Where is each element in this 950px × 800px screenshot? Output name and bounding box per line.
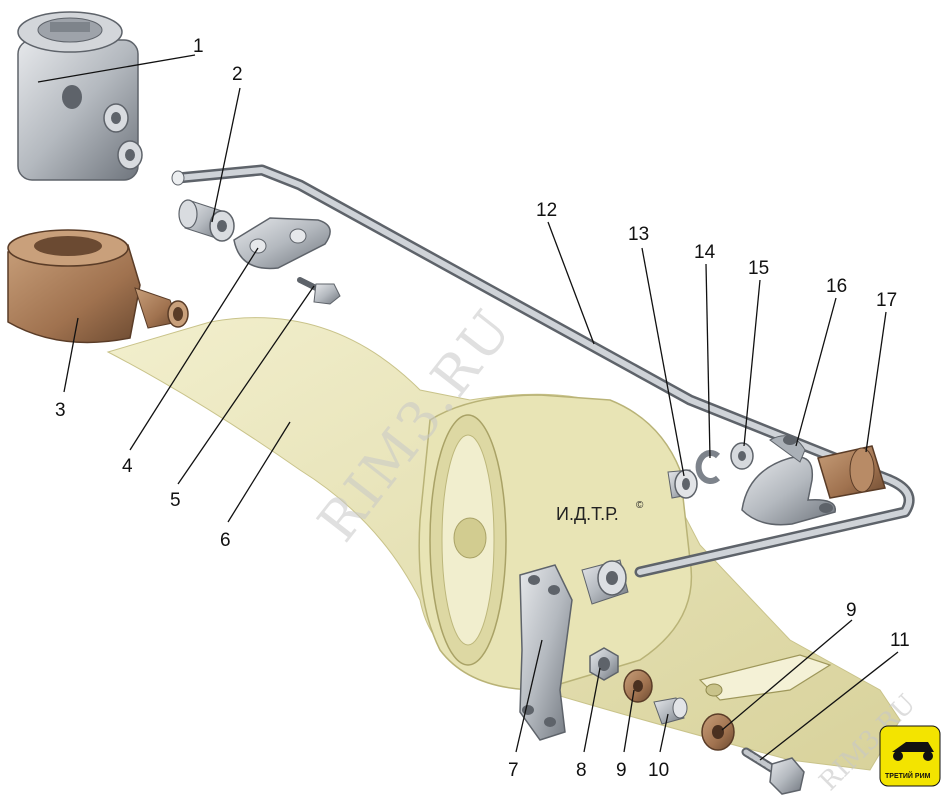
leader-10 (659, 713, 669, 753)
axle-beam-icon (106, 317, 901, 771)
bracket-plate-icon (233, 217, 331, 270)
callout-17: 17 (876, 290, 897, 311)
callout-1: 1 (193, 36, 204, 57)
callout-13: 13 (628, 224, 649, 245)
bolt-icon (297, 277, 341, 305)
rubber-bushing-icon (701, 713, 735, 751)
leader-5 (177, 285, 315, 485)
bolt-icon (741, 747, 805, 795)
leader-4 (129, 247, 259, 451)
housing-icon (7, 229, 189, 344)
callout-2: 2 (232, 64, 243, 85)
bushing-icon (667, 469, 698, 499)
clamp-icon (741, 435, 836, 526)
callout-16: 16 (826, 276, 847, 297)
rubber-bushing-icon (623, 669, 653, 703)
callout-7: 7 (508, 760, 519, 781)
leader-3 (63, 317, 79, 393)
leader-12 (547, 221, 595, 345)
nut-icon (589, 647, 619, 681)
bushing-icon (178, 199, 235, 242)
lock-washer-icon (695, 450, 721, 484)
copyright-mark: И.Д.Т.Р. (556, 504, 619, 524)
leader-14 (705, 263, 711, 459)
link-plate-icon (519, 564, 573, 741)
pressure-regulator-icon (17, 11, 143, 181)
callout-5: 5 (170, 490, 181, 511)
washer-icon (730, 442, 754, 470)
callout-6: 6 (220, 530, 231, 551)
callout-9a: 9 (616, 760, 627, 781)
leader-6 (227, 421, 291, 523)
callout-15: 15 (748, 258, 769, 279)
leader-16 (795, 297, 837, 447)
leader-9b (721, 619, 853, 731)
logo-text: ТРЕТИЙ РИМ (885, 771, 931, 780)
spacer-sleeve-icon (653, 697, 688, 725)
callout-3: 3 (55, 400, 66, 421)
leader-7 (515, 639, 543, 753)
callout-10: 10 (648, 760, 669, 781)
callout-labels: 1 2 3 4 5 6 7 8 9 9 10 11 12 13 14 15 16… (55, 36, 910, 781)
leader-9a (623, 689, 635, 753)
leader-lines (37, 54, 899, 761)
callout-9b: 9 (846, 600, 857, 621)
callout-12: 12 (536, 200, 557, 221)
callout-4: 4 (122, 456, 133, 477)
leader-17 (865, 311, 887, 453)
rubber-cushion-icon (817, 445, 886, 499)
leader-13 (641, 247, 685, 477)
callout-14: 14 (694, 242, 716, 263)
leader-2 (211, 87, 241, 223)
leader-1 (37, 54, 196, 83)
copyright-symbol: © (636, 500, 644, 511)
leader-8 (583, 667, 601, 753)
callout-11: 11 (890, 630, 910, 651)
callout-8: 8 (576, 760, 587, 781)
third-rome-logo: ТРЕТИЙ РИМ (879, 725, 941, 787)
leader-11 (759, 651, 899, 761)
lever-rod-icon (171, 164, 915, 578)
bushing-icon (581, 559, 629, 605)
leader-15 (743, 279, 761, 447)
